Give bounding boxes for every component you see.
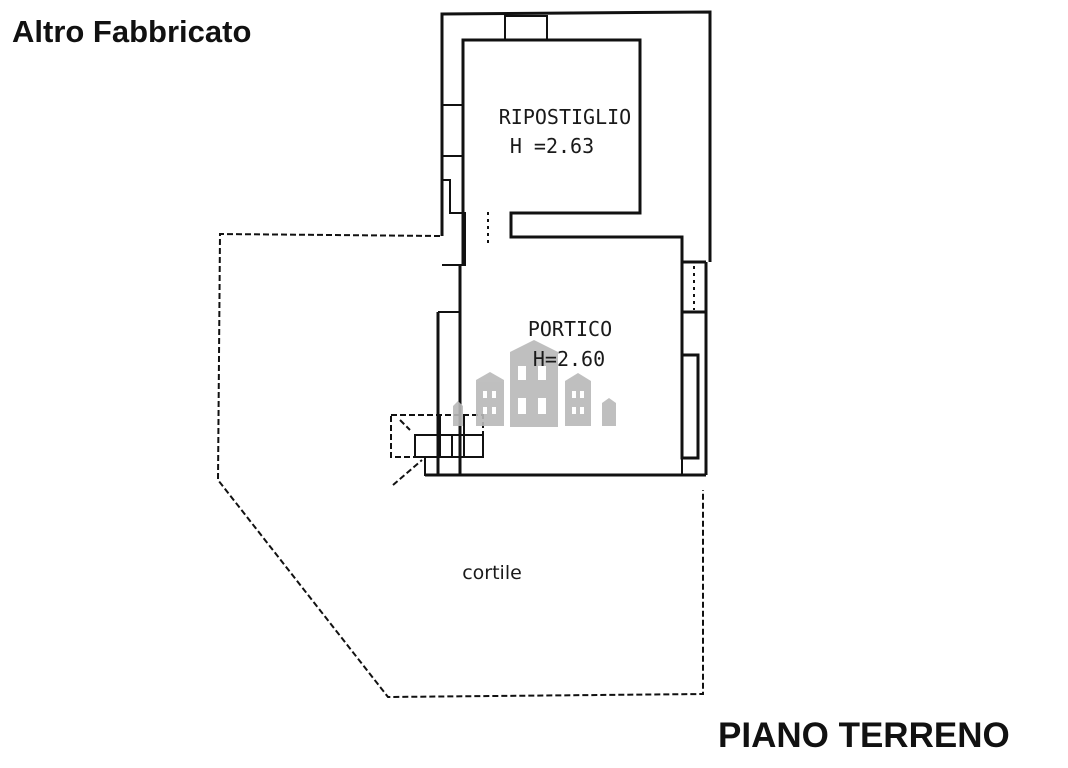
plan-title: Altro Fabbricato: [12, 14, 252, 49]
building-walls: [425, 10, 712, 477]
room-label-ripostiglio: RIPOSTIGLIO: [499, 105, 631, 129]
room-height-portico: H=2.60: [533, 347, 605, 371]
buildings-watermark-icon: [453, 340, 616, 427]
stairs: [390, 414, 484, 486]
room-label-portico: PORTICO: [528, 317, 612, 341]
room-height-ripostiglio: H =2.63: [510, 134, 594, 158]
floor-label: PIANO TERRENO: [718, 716, 1010, 755]
outdoor-label-cortile: cortile: [462, 562, 522, 584]
courtyard-boundary: [216, 232, 704, 699]
